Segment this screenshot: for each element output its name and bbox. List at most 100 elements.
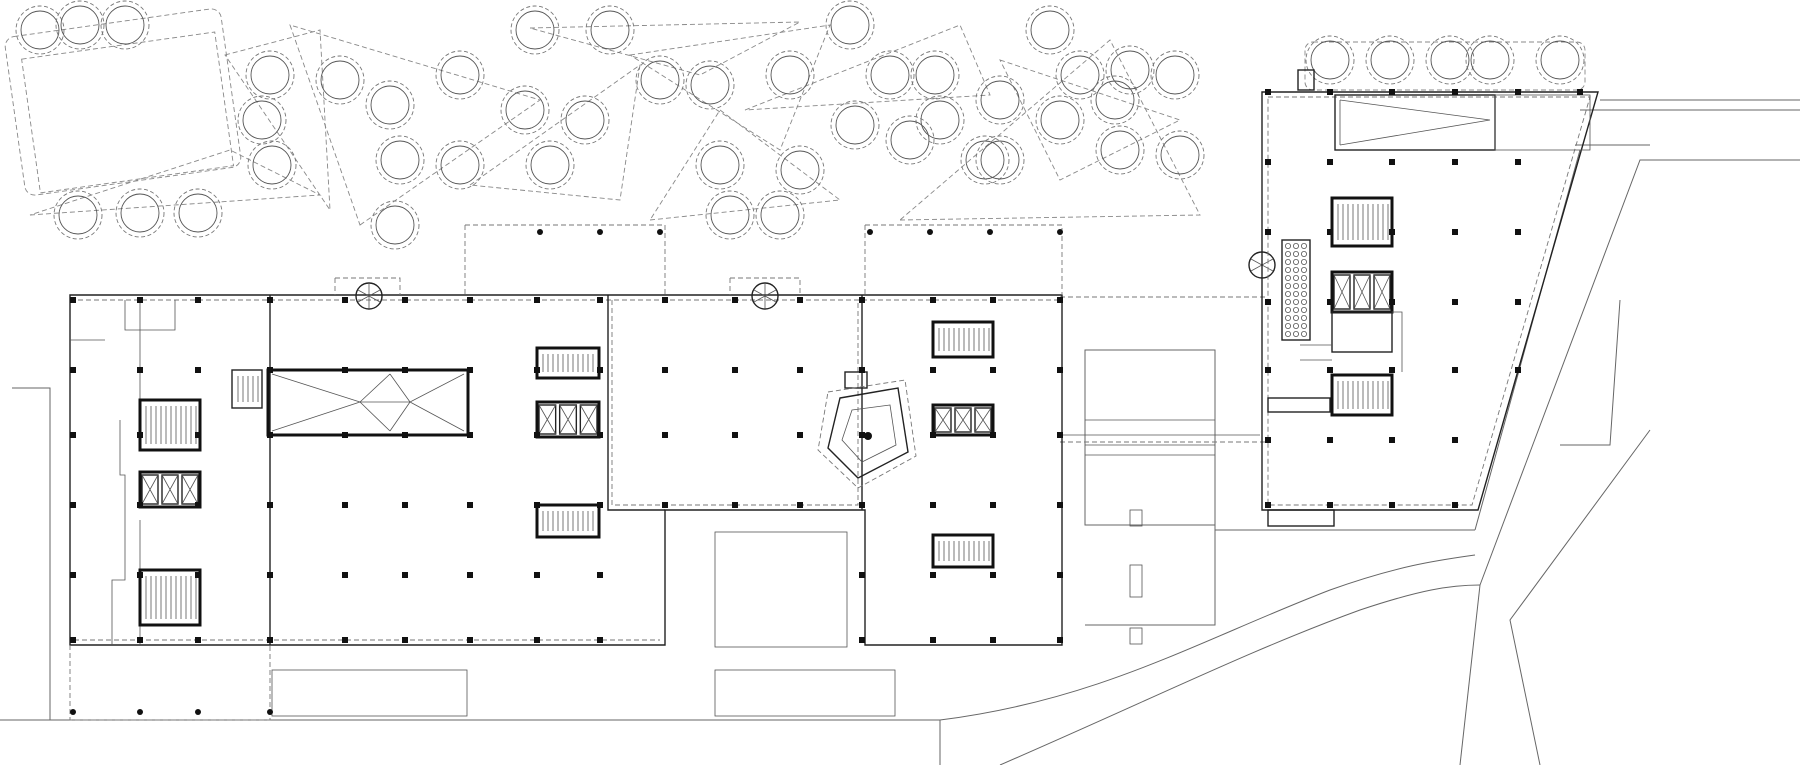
tree-canopy: [585, 5, 635, 55]
tree-canopy: [315, 55, 365, 105]
tree-trunk-ring: [640, 60, 680, 100]
column: [930, 502, 936, 508]
column-round: [267, 709, 273, 715]
elevator-car-cross: [1333, 274, 1351, 310]
tree-trunk-ring: [20, 10, 60, 50]
column: [137, 572, 143, 578]
main-building-outline: [69, 294, 1063, 646]
tree-trunk-ring: [1470, 40, 1510, 80]
column: [990, 502, 996, 508]
tree-canopy: [245, 50, 295, 100]
core-center-elevators: [535, 400, 601, 439]
south-parking-box-2: [714, 669, 896, 717]
tree-canopy: [53, 190, 103, 240]
seat: [1301, 290, 1308, 297]
tower-column: [1452, 229, 1458, 235]
column: [534, 572, 540, 578]
trees-layer: [15, 0, 1585, 250]
stair-treads: [141, 204, 1391, 619]
tree-trunk-ring: [252, 145, 292, 185]
column: [859, 572, 865, 578]
tree-trunk-ring: [915, 55, 955, 95]
tower-column: [1265, 502, 1271, 508]
tower-column: [1389, 229, 1395, 235]
canopy-dash-2: [864, 224, 1063, 295]
tower-column: [1515, 299, 1521, 305]
column: [732, 502, 738, 508]
column: [267, 572, 273, 578]
column: [342, 502, 348, 508]
tree-canopy: [237, 95, 287, 145]
tree-trunk-ring: [690, 65, 730, 105]
column: [70, 572, 76, 578]
elevator-car: [579, 404, 598, 435]
canopy-column: [597, 229, 603, 235]
tower-column: [1577, 89, 1583, 95]
parking-lines: [1085, 419, 1215, 456]
column: [342, 367, 348, 373]
entry-canopy-2: [729, 277, 801, 295]
seat: [1293, 306, 1300, 313]
tree-trunk-ring: [58, 195, 98, 235]
tree-trunk-ring: [700, 145, 740, 185]
tree-canopy: [1155, 130, 1205, 180]
seat: [1285, 314, 1292, 321]
column: [467, 502, 473, 508]
column: [467, 572, 473, 578]
tower-roof-unit: [1297, 69, 1315, 91]
tree-canopy: [705, 190, 755, 240]
planter-triangle-1: [29, 149, 322, 216]
tree-trunk-ring: [1155, 55, 1195, 95]
tree-canopy: [365, 80, 415, 130]
seat: [1301, 298, 1308, 305]
tree-trunk-ring: [770, 55, 810, 95]
column: [990, 572, 996, 578]
tree-canopy: [173, 188, 223, 238]
column: [534, 432, 540, 438]
tree-trunk-ring: [920, 100, 960, 140]
tower-column: [1327, 367, 1333, 373]
tree-canopy: [55, 0, 105, 50]
tree-trunk-ring: [380, 140, 420, 180]
tree-canopy: [865, 50, 915, 100]
tower-loading: [1494, 94, 1591, 151]
column: [70, 432, 76, 438]
tree-canopy: [500, 85, 550, 135]
seat: [1293, 274, 1300, 281]
column: [402, 367, 408, 373]
tower-column: [1452, 437, 1458, 443]
parking-structure-outline: [1084, 349, 1216, 526]
seat: [1301, 282, 1308, 289]
tree-trunk-ring: [105, 5, 145, 45]
seat: [1301, 266, 1308, 273]
elevator-car: [538, 404, 557, 435]
tree-canopy: [975, 75, 1025, 125]
elevator-car: [161, 474, 179, 505]
tree-trunk-ring: [505, 90, 545, 130]
column: [930, 432, 936, 438]
core-east-stair-2: [931, 533, 995, 569]
diagonal-road-2: [1479, 159, 1800, 586]
seat: [1293, 258, 1300, 265]
column: [267, 432, 273, 438]
core-center-stair: [535, 346, 601, 380]
seat: [1285, 250, 1292, 257]
tower-column: [1452, 502, 1458, 508]
tree-canopy: [247, 140, 297, 190]
seat: [1301, 274, 1308, 281]
tree-canopy: [1150, 50, 1200, 100]
planter-triangle-2: [224, 29, 331, 212]
tree-trunk-ring: [980, 80, 1020, 120]
column: [1057, 432, 1063, 438]
tower-column: [1265, 437, 1271, 443]
tree-canopy: [560, 95, 610, 145]
tower-column: [1389, 89, 1395, 95]
column-round: [137, 709, 143, 715]
tree-trunk-ring: [370, 85, 410, 125]
seat: [1293, 314, 1300, 321]
tower-curtain-wall: [1267, 96, 1591, 506]
tree-canopy: [775, 145, 825, 195]
column: [597, 367, 603, 373]
tower-column: [1327, 437, 1333, 443]
column: [267, 502, 273, 508]
